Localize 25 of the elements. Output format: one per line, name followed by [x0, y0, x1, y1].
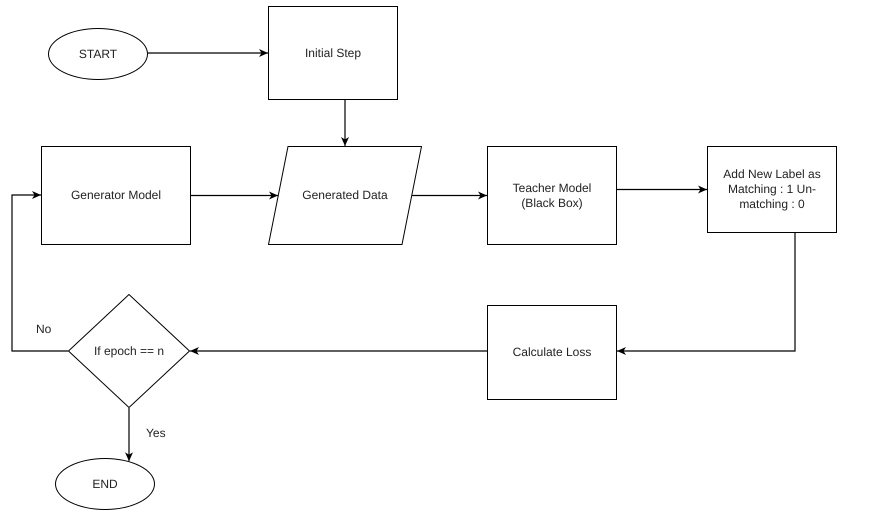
- node-label: Generator Model: [70, 188, 162, 203]
- node-label: Add New Label as Matching : 1 Un-matching : 0: [722, 167, 822, 212]
- arrow: [617, 233, 796, 355]
- node-label: Generated Data: [301, 188, 389, 203]
- arrow: [148, 49, 268, 57]
- node-label: END: [91, 476, 119, 492]
- arrow: [190, 347, 487, 355]
- arrow: [125, 408, 133, 462]
- process-box: [487, 146, 617, 245]
- node-label: If epoch == n: [92, 344, 166, 358]
- process-box: [41, 146, 191, 245]
- arrow: [412, 192, 487, 200]
- node-label: Calculate Loss: [512, 345, 592, 360]
- decision-diamond: [68, 294, 190, 408]
- arrow: [191, 192, 278, 200]
- node-label: Teacher Model (Black Box): [512, 180, 592, 210]
- node-label: Initial Step: [304, 46, 362, 60]
- node-label: START: [78, 46, 118, 62]
- arrow: [11, 191, 68, 352]
- process-box: [707, 146, 837, 233]
- data-parallelogram: [268, 146, 422, 245]
- arrow: [341, 100, 349, 146]
- arrow: [617, 186, 707, 194]
- process-box: [268, 6, 398, 100]
- process-box: [487, 305, 617, 400]
